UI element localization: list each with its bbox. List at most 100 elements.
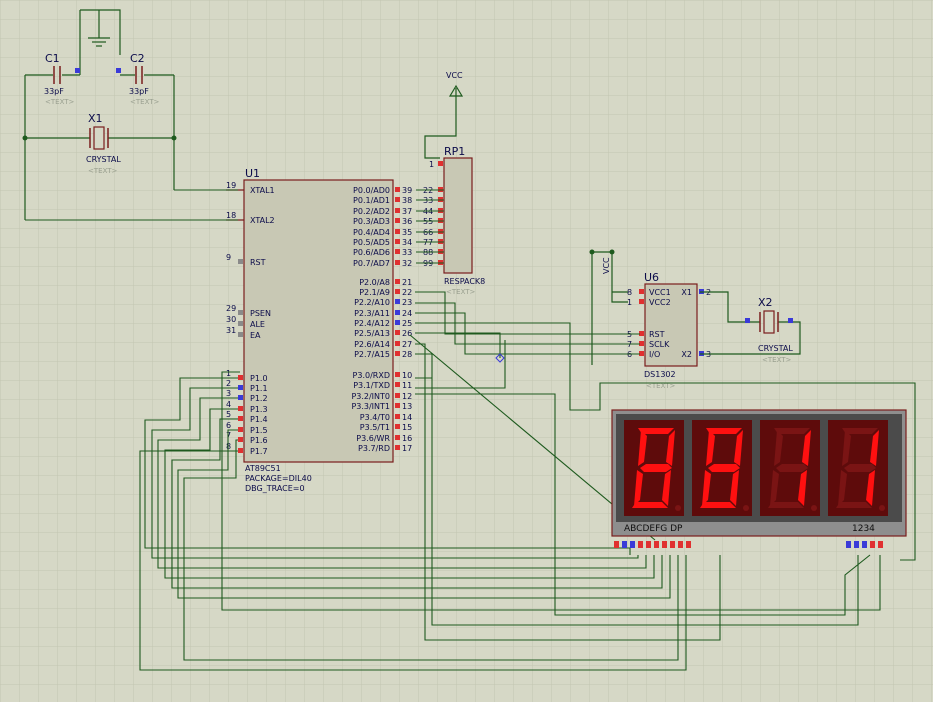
rp1-value: RESPACK8 xyxy=(444,277,485,286)
display-digit-pin[interactable] xyxy=(878,541,883,548)
u1-pin-p13[interactable]: 4P1.3 xyxy=(226,400,268,414)
u1-pin-number: 24 xyxy=(402,309,412,318)
display-segment-pin[interactable] xyxy=(638,541,643,548)
u1-pin-number: 31 xyxy=(226,326,236,335)
u1-pin-name: XTAL2 xyxy=(250,216,275,225)
u1-pin-name: P1.4 xyxy=(250,415,268,424)
seven-segment-display[interactable]: ABCDEFG DP 1234 xyxy=(611,409,907,548)
segment-a xyxy=(638,428,674,434)
display-segment-pin[interactable] xyxy=(662,541,667,548)
u1-pin-name: P2.7/A15 xyxy=(354,350,390,359)
u1-pin-name: P1.0 xyxy=(250,374,268,383)
u6-pin-name: VCC1 xyxy=(649,288,671,297)
ground-symbol xyxy=(79,9,121,75)
u1-pin-number: 5 xyxy=(226,410,231,419)
segment-g xyxy=(640,464,672,472)
segment-b xyxy=(870,430,879,466)
u1-pin-p10[interactable]: 1P1.0 xyxy=(226,369,268,383)
u1-pin-number: 2 xyxy=(226,379,231,388)
display-digit-pin[interactable] xyxy=(846,541,851,548)
display-segment-pin[interactable] xyxy=(630,541,635,548)
u1-pin-number: 23 xyxy=(402,298,412,307)
u1-pin-name: P3.6/WR xyxy=(356,434,390,443)
digit-3 xyxy=(760,420,820,516)
segment-e xyxy=(702,470,711,506)
u6-value: DS1302 xyxy=(644,370,676,379)
display-segment-pin[interactable] xyxy=(678,541,683,548)
u1-pin-number: 22 xyxy=(402,288,412,297)
u1-pin-p15[interactable]: 6P1.5 xyxy=(226,421,268,435)
u1-pin-p11[interactable]: 2P1.1 xyxy=(226,379,268,393)
u1-microcontroller[interactable]: U1 AT89C51 PACKAGE=DIL40 DBG_TRACE=0 19X… xyxy=(226,167,444,493)
u6-pin-name: X2 xyxy=(681,350,692,359)
display-pins xyxy=(614,541,883,548)
display-segment-pin[interactable] xyxy=(646,541,651,548)
display-segment-pin[interactable] xyxy=(670,541,675,548)
c2-capacitor[interactable]: C2 33pF <TEXT> xyxy=(116,52,174,106)
u6-pin-name: SCLK xyxy=(649,340,670,349)
segment-f xyxy=(706,430,715,466)
display-segment-pin[interactable] xyxy=(686,541,691,548)
u6-pin-name: X1 xyxy=(681,288,692,297)
display-segment-pin[interactable] xyxy=(614,541,619,548)
display-digit-pin[interactable] xyxy=(854,541,859,548)
u1-pin-number: 35 xyxy=(402,228,412,237)
segment-f xyxy=(638,430,647,466)
x1-crystal[interactable]: X1 CRYSTAL <TEXT> xyxy=(22,75,177,220)
u1-pin-p14[interactable]: 5P1.4 xyxy=(226,410,268,424)
u1-pin-number: 16 xyxy=(402,434,412,443)
segment-dp xyxy=(675,505,681,511)
u1-pin-number: 29 xyxy=(226,304,236,313)
u1-pin-number: 3 xyxy=(226,389,231,398)
u1-pin-p36[interactable]: 16 P3.6/WR xyxy=(356,434,412,443)
x2-ref: X2 xyxy=(758,296,773,309)
u1-package: PACKAGE=DIL40 xyxy=(245,474,312,483)
u1-pin-name: P1.5 xyxy=(250,426,268,435)
segment-g xyxy=(708,464,740,472)
u1-pin-number: 9 xyxy=(226,253,231,262)
display-segment-pin[interactable] xyxy=(654,541,659,548)
display-digit-pin[interactable] xyxy=(870,541,875,548)
u1-pin-p12[interactable]: 3P1.2 xyxy=(226,389,268,403)
display-segment-pin[interactable] xyxy=(622,541,627,548)
u1-pin-name: P2.0/A8 xyxy=(359,278,390,287)
u1-pin-name: P3.5/T1 xyxy=(360,423,390,432)
display-digit-pin[interactable] xyxy=(862,541,867,548)
x2-crystal[interactable]: X2 CRYSTAL <TEXT> xyxy=(700,291,801,364)
u1-pin-number: 12 xyxy=(402,392,412,401)
c1-capacitor[interactable]: C1 33pF <TEXT> xyxy=(25,52,80,106)
u1-pin-name: PSEN xyxy=(250,309,271,318)
